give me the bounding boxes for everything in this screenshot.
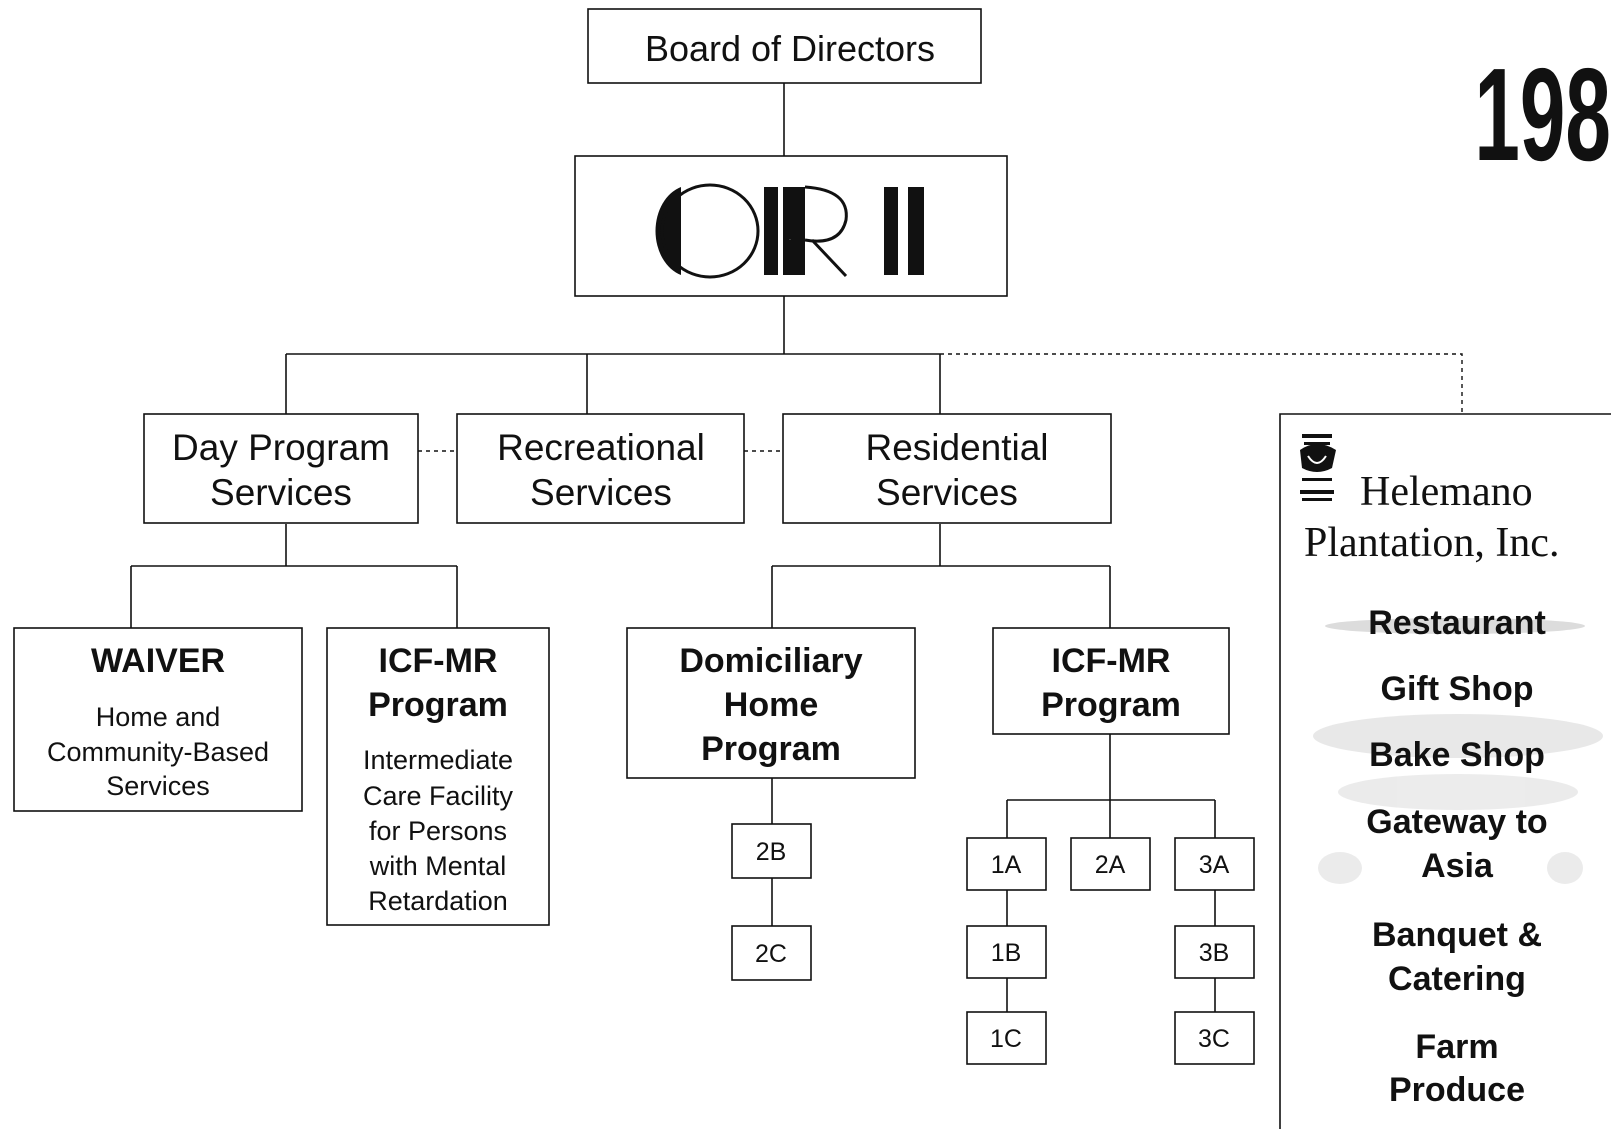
home-2c: 2C: [731, 925, 812, 981]
waiver-box: WAIVER Home and Community-Based Services: [13, 627, 303, 812]
home-2c-label: 2C: [755, 940, 787, 968]
day-program-line2: Services: [210, 472, 352, 513]
year-label: 198: [1474, 42, 1611, 189]
recreational-line2: Services: [530, 472, 672, 513]
home-3c-label: 3C: [1198, 1025, 1230, 1053]
helemano-item-banquet-2: Catering: [1388, 960, 1526, 998]
icf-day-desc-2: Care Facility: [363, 781, 514, 811]
domiciliary-title-2: Home: [724, 686, 818, 724]
board-label: Board of Directors: [645, 28, 935, 69]
helemano-name-2: Plantation, Inc.: [1304, 520, 1559, 566]
home-3a: 3A: [1174, 837, 1255, 891]
icf-res-title-2: Program: [1041, 686, 1181, 724]
home-3b-label: 3B: [1199, 939, 1230, 967]
helemano-item-gateway-1: Gateway to: [1366, 803, 1547, 841]
home-2a: 2A: [1070, 837, 1151, 891]
helemano-item-farm-1: Farm: [1415, 1028, 1498, 1066]
waiver-desc-2: Community-Based: [47, 737, 269, 767]
connectors: [130, 83, 1463, 1012]
domiciliary-home-box: Domiciliary Home Program: [626, 627, 916, 779]
helemano-item-banquet-1: Banquet &: [1372, 916, 1542, 954]
home-1c: 1C: [966, 1011, 1047, 1065]
ori-logo: [655, 183, 924, 279]
halftone-decoration: [1313, 618, 1603, 884]
home-1c-label: 1C: [990, 1025, 1022, 1053]
helemano-item-gift-shop: Gift Shop: [1381, 670, 1534, 708]
home-3a-label: 3A: [1199, 851, 1230, 879]
recreational-services-box: Recreational Services: [456, 413, 745, 524]
helemano-plantation-panel: Helemano Plantation, Inc. Restaurant Gif…: [1279, 413, 1611, 1129]
helemano-item-gateway-2: Asia: [1421, 847, 1494, 885]
recreational-line1: Recreational: [497, 427, 705, 468]
home-1b-label: 1B: [991, 939, 1022, 967]
icf-mr-day-box: ICF-MR Program Intermediate Care Facilit…: [326, 627, 550, 926]
waiver-desc-1: Home and: [96, 702, 221, 732]
residential-line2: Services: [876, 472, 1018, 513]
residential-line1: Residential: [865, 427, 1048, 468]
domiciliary-title-3: Program: [701, 730, 841, 768]
helemano-item-restaurant: Restaurant: [1368, 604, 1546, 642]
icf-day-title-1: ICF-MR: [379, 642, 498, 680]
domiciliary-title-1: Domiciliary: [679, 642, 862, 680]
home-2a-label: 2A: [1095, 851, 1126, 879]
waiver-title: WAIVER: [91, 642, 225, 680]
home-1a: 1A: [966, 837, 1047, 891]
day-program-line1: Day Program: [172, 427, 390, 468]
icf-mr-residential-box: ICF-MR Program: [992, 627, 1230, 735]
board-of-directors-box: Board of Directors: [587, 8, 982, 84]
icf-day-desc-1: Intermediate: [363, 745, 513, 775]
icf-day-desc-4: with Mental: [369, 851, 507, 881]
residential-services-box: Residential Services: [782, 413, 1112, 524]
helemano-item-farm-2: Produce: [1389, 1071, 1525, 1109]
waiver-desc-3: Services: [106, 771, 210, 801]
ori-logo-text: ORI: [789, 239, 792, 241]
home-2b-label: 2B: [756, 838, 787, 866]
home-3b: 3B: [1174, 925, 1255, 979]
helemano-name-1: Helemano: [1360, 469, 1533, 515]
helemano-logo-icon: [1300, 434, 1336, 501]
home-1b: 1B: [966, 925, 1047, 979]
icf-res-title-1: ICF-MR: [1052, 642, 1171, 680]
helemano-item-bake-shop: Bake Shop: [1369, 736, 1545, 774]
home-2b: 2B: [731, 823, 812, 879]
icf-day-desc-3: for Persons: [369, 816, 507, 846]
home-1a-label: 1A: [991, 851, 1022, 879]
home-3c: 3C: [1174, 1011, 1255, 1065]
icf-day-title-2: Program: [368, 686, 508, 724]
ori-logo-box: ORI: [574, 155, 1008, 297]
icf-day-desc-5: Retardation: [368, 886, 508, 916]
day-program-services-box: Day Program Services: [143, 413, 419, 524]
